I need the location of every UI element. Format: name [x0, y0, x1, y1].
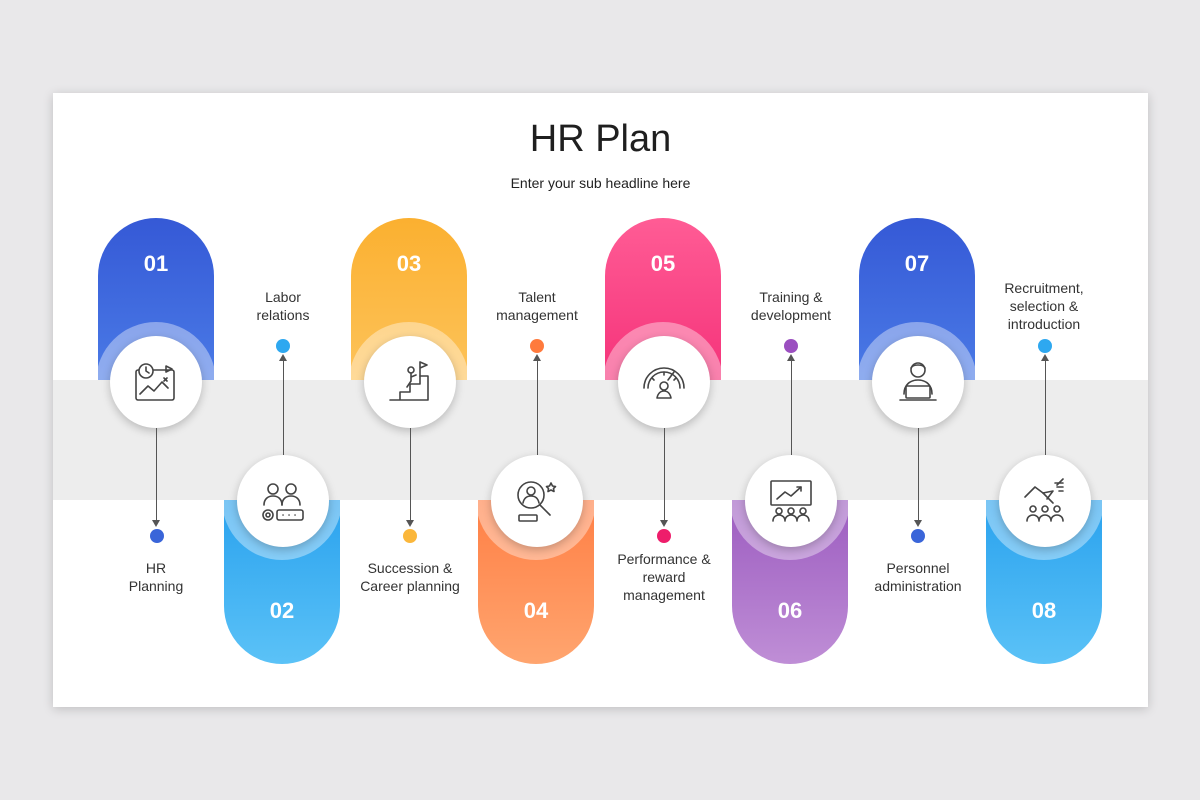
step-06-number: 06	[777, 598, 803, 623]
step-08-dot	[1038, 339, 1052, 353]
step-08-icon-circle	[999, 455, 1091, 547]
employee-computer-icon	[899, 362, 937, 401]
step-03-dot	[403, 529, 417, 543]
step-05-icon-circle	[618, 336, 710, 428]
timeline-band	[53, 380, 1148, 500]
step-01-dot	[150, 529, 164, 543]
step-04-number: 04	[523, 598, 549, 623]
recruitment-hand-icon	[1024, 478, 1064, 522]
step-03-label: Succession &Career planning	[360, 560, 460, 594]
slide: HR Plan Enter your sub headline here 01 …	[53, 93, 1148, 707]
strategy-map-icon	[135, 363, 175, 401]
step-07-number: 07	[904, 251, 930, 276]
step-03-number: 03	[396, 251, 422, 276]
step-05-dot	[657, 529, 671, 543]
step-06-icon-circle	[745, 455, 837, 547]
step-06-dot	[784, 339, 798, 353]
step-02-dot	[276, 339, 290, 353]
step-05-number: 05	[650, 251, 676, 276]
step-04-icon-circle	[491, 455, 583, 547]
step-01-icon-circle	[110, 336, 202, 428]
talent-search-icon	[517, 481, 557, 522]
presentation-icon	[770, 480, 812, 522]
step-04-dot	[530, 339, 544, 353]
step-07-icon-circle	[872, 336, 964, 428]
step-06-label: Training &development	[750, 289, 832, 323]
step-08-number: 08	[1031, 598, 1057, 623]
step-02-number: 02	[269, 598, 295, 623]
step-03-icon-circle	[364, 336, 456, 428]
step-08-label: Recruitment,selection &introduction	[1004, 280, 1084, 332]
step-02-icon-circle	[237, 455, 329, 547]
step-07-pill: 07	[859, 218, 975, 380]
career-ladder-icon	[389, 361, 429, 401]
step-07-dot	[911, 529, 925, 543]
team-chat-icon	[262, 483, 304, 521]
step-01-number: 01	[143, 251, 169, 276]
page-subtitle: Enter your sub headline here	[510, 175, 691, 191]
page-title: HR Plan	[529, 118, 672, 160]
performance-gauge-icon	[643, 367, 685, 399]
